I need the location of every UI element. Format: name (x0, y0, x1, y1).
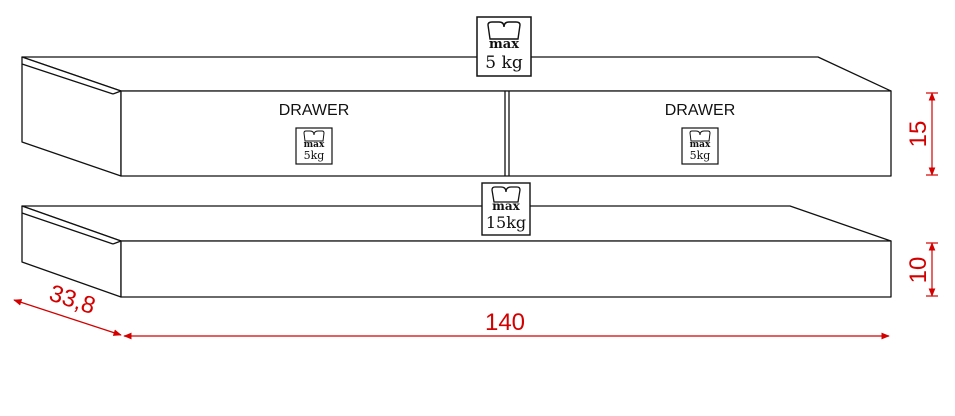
weight-icon: max 5kg (295, 127, 333, 165)
bottom-shelf (21, 205, 892, 298)
drawer-left-weight-load: 5kg (304, 149, 325, 162)
dimension-bottom-height: 10 (905, 242, 938, 297)
bottom-shelf-front-face (120, 240, 892, 298)
weight-icon: max 15kg (481, 182, 531, 236)
bottom-shelf-top-face (21, 205, 892, 242)
dimension-top-height-label: 15 (905, 121, 932, 148)
top-shelf (21, 56, 892, 177)
bottom-shelf-edge-corner (112, 240, 122, 245)
dimension-bottom-height-label: 10 (905, 257, 932, 284)
bottom-weight-load: 15kg (486, 213, 526, 232)
weight-icon: max 5 kg (476, 16, 532, 77)
dimension-width-label: 140 (485, 309, 525, 336)
top-weight-max: max (489, 37, 519, 52)
bottom-shelf-edge (21, 212, 114, 245)
top-shelf-top-face (21, 56, 892, 92)
top-shelf-front-face (120, 90, 892, 177)
top-shelf-edge-corner (112, 90, 122, 95)
drawer-right-weight-load: 5kg (690, 149, 711, 162)
dimension-top-height: 15 (905, 92, 938, 176)
bottom-weight-max: max (492, 199, 520, 213)
dimension-width: 140 (123, 309, 890, 340)
drawer-left-weight-max: max (304, 140, 325, 150)
drawer-label-right: DRAWER (665, 102, 736, 119)
top-weight-load: 5 kg (485, 53, 523, 73)
drawer-label-left: DRAWER (279, 102, 350, 119)
top-shelf-edge (21, 63, 114, 95)
drawer-right-weight-max: max (690, 140, 711, 150)
weight-icon: max 5kg (681, 127, 719, 165)
